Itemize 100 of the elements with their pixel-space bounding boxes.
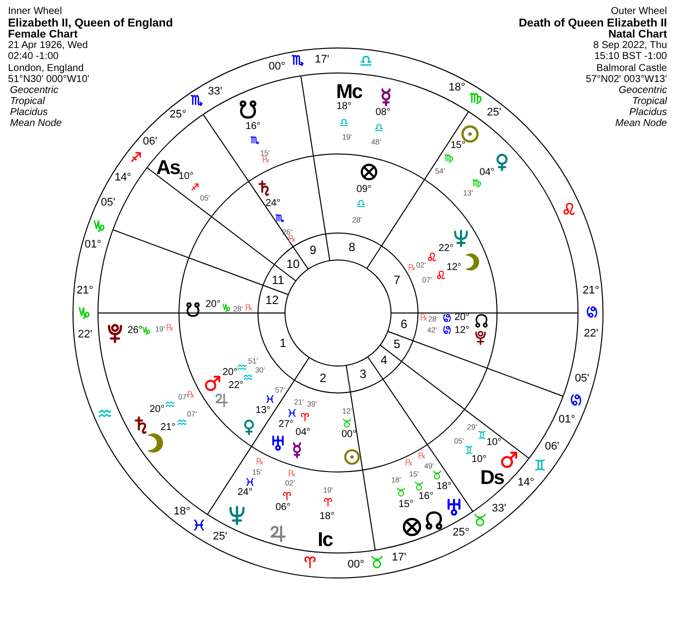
planet-degree: 22° <box>228 381 244 391</box>
cusp-minutes: 05' <box>574 374 590 384</box>
house-number: 4 <box>380 354 388 366</box>
house-number: 6 <box>400 318 408 330</box>
planet-degree: 12° <box>446 263 462 273</box>
date-text: 8 Sep 2022, Thu <box>593 41 667 51</box>
cusp-degree: 14° <box>518 478 534 488</box>
date-text: 21 Apr 1926, Wed <box>8 41 88 51</box>
cusp-minutes: 33' <box>492 504 506 514</box>
house-number: 1 <box>280 337 286 349</box>
retrograde-mark: ℞ <box>166 324 174 334</box>
cusp-degree: 01° <box>84 240 102 250</box>
planet-degree: 21° <box>160 423 176 433</box>
setting-text: Mean Node <box>10 119 62 129</box>
cusp-degree: 25° <box>170 110 186 120</box>
planet-degree: 22° <box>438 244 454 254</box>
time-text: 15:10 BST -1:00 <box>594 52 667 62</box>
retrograde-mark: ℞ <box>288 470 296 480</box>
planet-degree: 10° <box>178 172 194 182</box>
planet-degree: 10° <box>471 455 487 465</box>
setting-text: Placidus <box>629 108 667 118</box>
cusp-degree: 00° <box>348 560 364 570</box>
wheel-caption: Inner Wheel <box>8 7 62 17</box>
coordinates-text: 51°N30' 000°W10' <box>8 75 90 85</box>
retrograde-mark: ℞ <box>288 236 296 244</box>
house-number: 5 <box>394 338 400 350</box>
retrograde-mark: ℞ <box>408 264 416 274</box>
house-number: 10 <box>286 258 300 270</box>
planet-degree: 00° <box>341 430 357 440</box>
chart-name: Elizabeth II, Queen of England <box>8 18 173 30</box>
retrograde-mark: ℞ <box>420 314 428 324</box>
time-text: 02:40 -1:00 <box>8 52 59 62</box>
planet-degree: 24° <box>265 199 281 209</box>
setting-text: Tropical <box>632 97 667 107</box>
angle-label: Ic <box>318 530 332 550</box>
place-text: London, England <box>8 64 84 74</box>
cusp-degree: 01° <box>558 414 576 426</box>
planet-degree: 15° <box>398 500 414 510</box>
setting-text: Geocentric <box>10 86 58 96</box>
chart-name: Death of Queen Elizabeth II <box>518 18 667 30</box>
planet-degree: 16° <box>418 492 434 502</box>
planet-degree: 15° <box>450 141 466 151</box>
cusp-degree: 21° <box>582 286 600 296</box>
retrograde-mark: ℞ <box>256 458 264 468</box>
planet-degree: 20° <box>149 405 165 415</box>
angle-label: Ds <box>480 468 504 488</box>
planet-degree: 20° <box>222 368 238 378</box>
planet-degree: 18° <box>436 482 452 492</box>
house-number: 9 <box>310 244 316 256</box>
cusp-minutes: 33' <box>208 86 222 98</box>
planet-degree: 26° <box>127 326 143 336</box>
setting-text: Placidus <box>10 108 48 118</box>
planet-degree: 04° <box>295 428 311 438</box>
chart-type: Female Chart <box>8 30 78 40</box>
setting-text: Tropical <box>10 97 45 107</box>
chart-type: Natal Chart <box>608 30 667 40</box>
cusp-minutes: 06' <box>142 136 158 148</box>
cusp-minutes: 25' <box>212 532 228 542</box>
planet-degree: 13° <box>255 406 271 416</box>
cusp-minutes: 22' <box>78 330 92 340</box>
planet-degree: 27° <box>278 420 294 430</box>
angle-label: Mc <box>336 82 362 102</box>
cusp-minutes: 06' <box>544 442 560 452</box>
planet-degree: 18° <box>319 512 335 522</box>
house-number: 7 <box>394 274 400 286</box>
planet-degree: 08° <box>375 108 391 118</box>
setting-text: Geocentric <box>618 86 667 96</box>
planet-degree: 09° <box>356 185 372 195</box>
retrograde-mark: ℞ <box>186 392 196 400</box>
house-number: 11 <box>272 274 284 286</box>
cusp-degree: 00° <box>268 62 286 72</box>
wheel-caption: Outer Wheel <box>610 7 667 17</box>
coordinates-text: 57°N02' 003°W13' <box>586 75 667 85</box>
retrograde-mark: ℞ <box>418 452 426 462</box>
house-number: 2 <box>320 372 326 384</box>
retrograde-mark: ℞ <box>244 304 254 314</box>
planet-degree: 12° <box>454 326 470 336</box>
planet-degree: 18° <box>336 102 352 112</box>
cusp-degree: 18° <box>448 82 466 94</box>
house-number: 8 <box>348 241 356 253</box>
cusp-minutes: 25' <box>486 108 502 118</box>
retrograde-mark: ℞ <box>404 460 414 468</box>
cusp-degree: 18° <box>174 506 190 518</box>
cusp-minutes: 05' <box>100 198 116 208</box>
retrograde-mark: ℞ <box>262 156 270 166</box>
cusp-minutes: 17' <box>314 54 330 66</box>
planet-degree: 20° <box>205 300 221 310</box>
planet-degree: 24° <box>237 488 253 498</box>
planet-degree: 04° <box>479 168 495 178</box>
planet-degree: 10° <box>486 438 502 448</box>
cusp-degree: 25° <box>452 528 470 538</box>
cusp-minutes: 17' <box>392 552 406 564</box>
place-text: Balmoral Castle <box>596 64 667 74</box>
cusp-degree: 14° <box>114 172 132 184</box>
setting-text: Mean Node <box>615 119 667 129</box>
cusp-degree: 21° <box>76 286 94 296</box>
planet-degree: 16° <box>245 122 261 132</box>
house-number: 3 <box>360 368 366 380</box>
planet-degree: 06° <box>275 503 291 513</box>
house-number: 12 <box>265 294 279 306</box>
